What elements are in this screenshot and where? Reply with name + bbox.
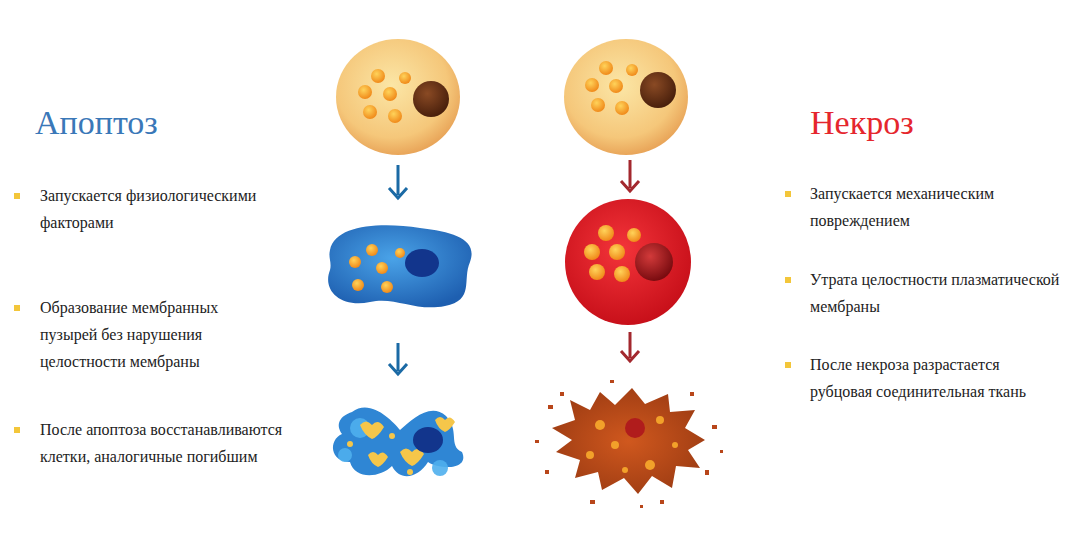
bullet-note: После апоптоза восстанавливаются клетки,… bbox=[40, 416, 290, 470]
bullet-note: Утрата целостности плазматической мембра… bbox=[810, 266, 1060, 320]
heading: Апоптоз bbox=[35, 103, 275, 143]
bullet-note: Образование мембранных пузырей без наруш… bbox=[40, 294, 270, 375]
bullet-note: Запускается механическим повреждением bbox=[810, 180, 1060, 234]
heading: Некроз bbox=[810, 103, 1050, 143]
bullet-note: Запускается физиологическими факторами bbox=[40, 182, 310, 236]
bullet-note: После некроза разрастается рубцовая соед… bbox=[810, 351, 1065, 405]
